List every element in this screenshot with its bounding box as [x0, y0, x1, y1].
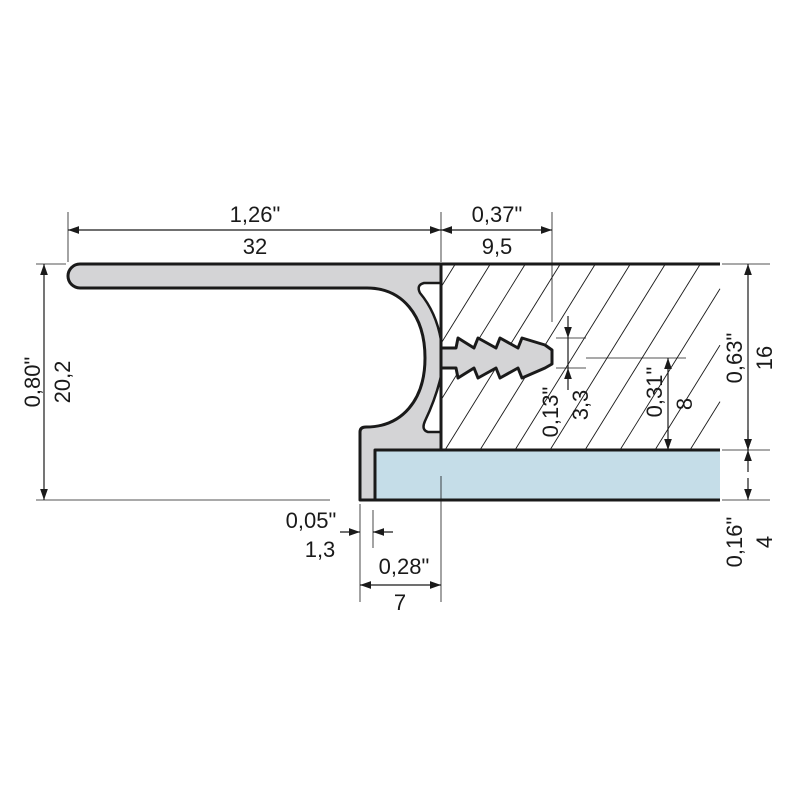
hatch-line [440, 263, 526, 401]
dim-fin-height-mm: 8 [672, 398, 697, 410]
aluminium-profile [66, 262, 554, 502]
dim-height-inch: 0,80" [20, 357, 45, 408]
hatch-line [689, 401, 721, 451]
profile-upper-slot [417, 281, 443, 341]
hatch-line [514, 263, 631, 451]
dim-panel-inch: 0,63" [722, 333, 747, 384]
dim-width-mm: 32 [243, 234, 267, 259]
dim-lip-thickness-mm: 1,3 [305, 537, 336, 562]
dim-glass-inch: 0,16" [722, 517, 747, 568]
dim-fin-thickness-mm: 3,3 [568, 390, 593, 421]
dim-panel-mm: 16 [752, 346, 777, 370]
dim-width-inch: 1,26" [230, 202, 281, 227]
dim-fin-length-mm: 9,5 [482, 234, 513, 259]
dim-fin-height-inch: 0,31" [642, 367, 667, 418]
dim-lip-depth-inch: 0,28" [379, 554, 430, 579]
dim-fin-length-inch: 0,37" [472, 202, 523, 227]
dim-fin-thickness-inch: 0,13" [538, 387, 563, 438]
dim-height-mm: 20,2 [50, 361, 75, 404]
profile-lower-slot [422, 375, 443, 434]
glass-panel [374, 450, 720, 500]
dim-lip-depth-mm: 7 [394, 590, 406, 615]
hatch-line [440, 263, 456, 288]
wood-hatching [440, 263, 721, 451]
dimension-lines [40, 226, 752, 589]
dim-lip-thickness-inch: 0,05" [286, 508, 337, 533]
hatch-line [440, 263, 491, 344]
dim-glass-mm: 4 [752, 536, 777, 548]
hatch-line [584, 263, 701, 451]
hatch-line [549, 263, 666, 451]
